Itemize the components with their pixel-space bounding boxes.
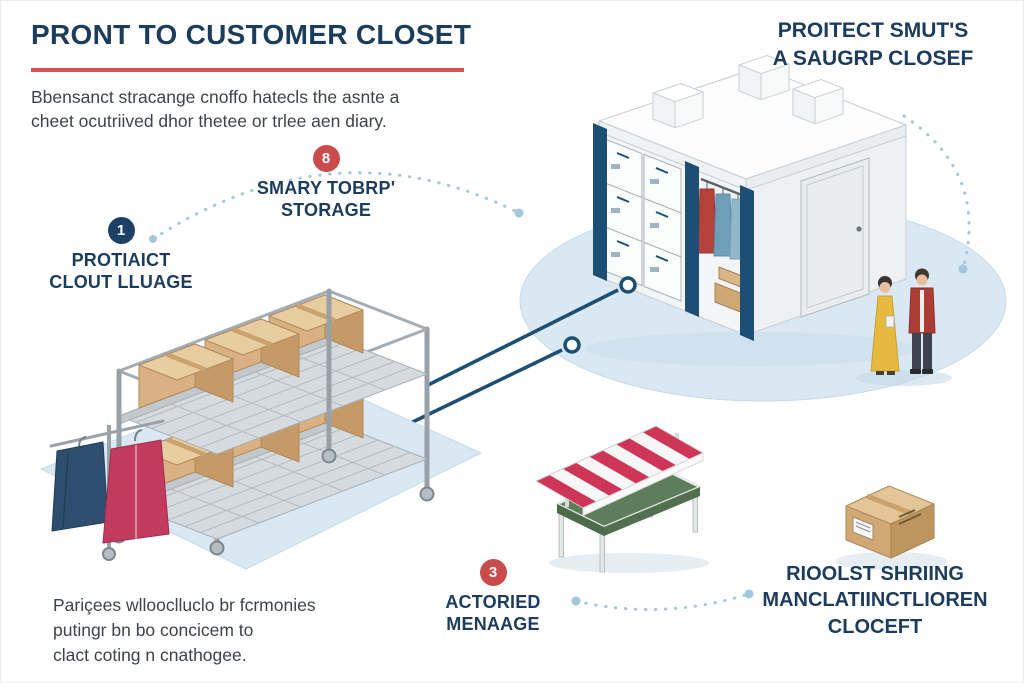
shipping-box-illustration [835,485,947,570]
subtitle-line-2: cheet ocutriived dhor thetee or trlee ae… [31,111,387,132]
dotted-arcs [151,114,971,612]
subtitle: Bbensanct stracange cnoffo hatecls the a… [31,85,399,133]
door-handle [856,226,862,232]
subtitle-line-1: Bbensanct stracange cnoffo hatecls the a… [31,87,400,107]
step-3-label-line-2: MENAAGE [446,613,540,634]
bottom-left-note-line-1: Pariçees wllooclluclo br fcrmonies [53,595,316,615]
step-1-label-line-1: PROTIAICT [71,250,171,270]
closet-heading: PROITECT SMUT'S A SAUGRP CLOSEF [743,17,1003,72]
storage-closet-illustration [586,55,952,386]
closet-pillars [593,123,754,341]
closet-heading-line-2: A SAUGRP CLOSEF [772,46,974,70]
closet-door [800,157,870,318]
page-title: PRONT TO CUSTOMER CLOSET [31,19,472,50]
step-3-badge: 3 [479,559,507,586]
step-2-label-line-2: STORAGE [280,199,372,220]
step-1-badge: 1 [107,217,135,244]
connector-lines [393,276,637,433]
people-shadow [856,370,952,386]
bottom-left-note-line-2: putingr bn bo concicem to [53,619,254,640]
striped-awning [535,425,704,516]
market-stall-illustration [535,425,709,573]
shelf-rack-illustration [40,288,482,570]
man-figure [908,268,936,374]
bottom-right-label-line-1: RIOOLST SHRIING [786,563,964,585]
clipboard [885,315,895,328]
closet-rod [700,177,748,199]
cabinet-handles [616,152,669,262]
upper-shelf-mesh [135,342,411,448]
upper-boxes [138,294,364,409]
step-3-label-line-1: ACTORIED [445,592,541,612]
closet-heading-line-1: PROITECT SMUT'S [777,19,969,42]
roof-boxes [652,55,844,129]
connector-ring-1 [619,276,637,294]
step-1: 1 PROTIAICT CLOUT LLUAGE [46,217,196,294]
step-1-label-line-2: CLOUT LLUAGE [49,271,193,292]
bottom-right-label-line-2: MANCLATIINCTLIOREN [762,589,988,612]
connector-ring-2 [563,336,581,354]
bottom-right-label: RIOOLST SHRIING MANCLATIINCTLIOREN CLOCE… [739,561,1011,640]
lower-shelf-mesh [135,427,411,533]
garment-rail [49,419,170,561]
title-underline [31,68,464,72]
bottom-left-note-line-3: clact coting n cnathogee. [53,644,247,665]
arc-endpoint-dots [149,208,968,606]
cabinet-stack [604,138,682,302]
woman-figure [870,276,900,375]
bottom-right-label-line-3: CLOCEFT [827,615,923,638]
hanging-jacket [51,441,109,532]
closet-shadow [586,332,916,366]
dotted-arc-bottom [574,592,751,612]
dotted-arc-right [902,114,971,271]
cabinet-labels [611,164,659,272]
step-3: 3 ACTORIED MENAAGE [418,559,568,636]
step-2: 8 SMARY TOBRP' STORAGE [251,145,401,222]
bottom-left-note: Pariçees wllooclluclo br fcrmonies putin… [53,593,316,668]
step-2-badge: 8 [312,145,340,172]
step-2-label-line-1: SMARY TOBRP' [256,178,396,198]
